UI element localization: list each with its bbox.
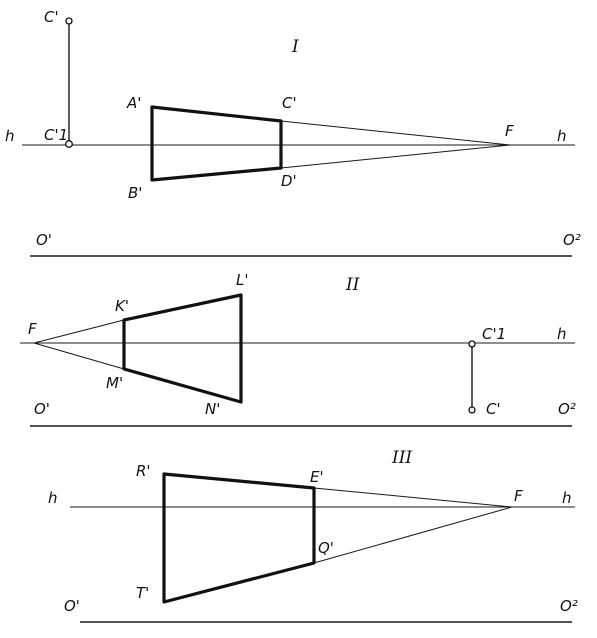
fig1-trapezoid bbox=[150, 105, 283, 182]
fig1-label-b: B' bbox=[128, 184, 142, 202]
fig1-vanishing-line-bottom bbox=[280, 144, 511, 169]
fig3-label-e: E' bbox=[310, 468, 324, 486]
fig1-horizon-label-left: h bbox=[5, 127, 15, 145]
fig2-vanishing-line-bottom bbox=[33, 342, 125, 370]
fig1-label-a: A' bbox=[126, 94, 141, 112]
fig2-label-h: h bbox=[557, 325, 567, 343]
fig3-label-o2: O² bbox=[560, 597, 578, 615]
fig2-label-c-bottom: C' bbox=[486, 400, 501, 418]
fig1-label-c-top: C' bbox=[44, 8, 59, 26]
fig1-point-c1 bbox=[65, 140, 73, 148]
fig2-label-l: L' bbox=[236, 271, 248, 289]
fig3-label-r: R' bbox=[136, 462, 151, 480]
fig3-vanishing-line-bottom bbox=[313, 506, 513, 564]
fig1-horizon-label-right: h bbox=[557, 127, 567, 145]
fig3-label-h-left: h bbox=[48, 489, 58, 507]
fig3-label-f: F bbox=[514, 487, 523, 505]
figure-2: O' O² II F K' L' M' N' C'1 h C' O' O² bbox=[20, 231, 581, 427]
fig3-label-q: Q' bbox=[318, 539, 334, 557]
figure-1: I h h C' C'1 A' B' C' D' F bbox=[5, 8, 575, 202]
fig2-label-o1-top: O' bbox=[36, 231, 52, 249]
fig3-label-h-right: h bbox=[562, 489, 572, 507]
fig2-trapezoid bbox=[122, 293, 243, 404]
fig3-label-t: T' bbox=[136, 584, 149, 602]
figure-2-roman-numeral: II bbox=[345, 275, 360, 295]
fig2-label-o2-top: O² bbox=[563, 231, 581, 249]
fig1-label-c: C' bbox=[282, 94, 297, 112]
figure-3: III h h R' E' F Q' T' O' O² bbox=[48, 448, 578, 623]
fig2-label-m: M' bbox=[106, 374, 123, 392]
fig3-trapezoid bbox=[162, 472, 316, 604]
fig2-label-c1: C'1 bbox=[482, 325, 506, 343]
figure-3-roman-numeral: III bbox=[391, 448, 412, 468]
fig2-point-c1 bbox=[468, 340, 476, 348]
fig3-vanishing-line-top bbox=[313, 487, 513, 508]
fig2-label-o2: O² bbox=[558, 400, 576, 418]
fig2-label-f: F bbox=[28, 320, 37, 338]
fig2-label-o1: O' bbox=[34, 400, 50, 418]
fig3-label-o1: O' bbox=[64, 597, 80, 615]
fig1-label-d: D' bbox=[281, 172, 297, 190]
fig1-label-c1: C'1 bbox=[44, 126, 68, 144]
fig2-label-k: K' bbox=[115, 297, 129, 315]
fig1-label-f: F bbox=[505, 122, 514, 140]
fig2-vanishing-line-top bbox=[33, 319, 125, 344]
fig2-label-n: N' bbox=[205, 400, 220, 418]
fig1-point-c-top bbox=[65, 17, 73, 25]
figure-1-roman-numeral: I bbox=[291, 37, 299, 57]
fig1-vanishing-line-top bbox=[280, 120, 511, 146]
fig2-point-c-bottom bbox=[468, 406, 476, 414]
